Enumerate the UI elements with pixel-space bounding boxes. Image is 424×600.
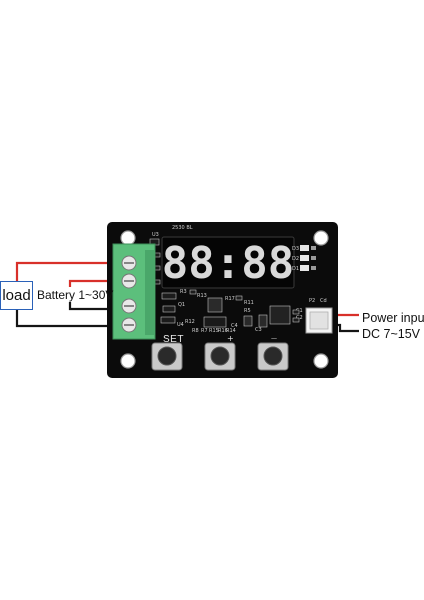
silk-q1: Q1 [178,302,185,308]
silk-r17: R17 [225,296,235,302]
mounting-hole [313,230,329,246]
battery-red-wire [68,279,124,287]
silk-c3: C3 [255,327,262,333]
silk-d1: D1 [292,266,299,272]
silk-u3: U3 [152,232,159,238]
mounting-hole [120,353,136,369]
status-leds [300,245,316,271]
silk-c2: C2 [296,315,303,321]
silk-r12: R12 [185,319,195,325]
silk-r7: R7 [201,328,208,334]
load-box: load [0,281,33,310]
battery-black-wire [68,302,124,311]
screw-terminal-block [112,243,156,340]
silk-r5: R5 [244,308,251,314]
pcb-board: 88:88 2530 BL U3 BT R3 R13 R17 U1 Q1 R12… [107,222,338,378]
silk-c1: C1 [296,308,303,314]
display-digits: 88:88 [162,238,294,289]
silk-u4: U4 [177,322,184,328]
smd-components [149,238,300,328]
silk-r16: R16 [218,328,228,334]
led-display [161,236,295,289]
silk-p2: P2 [309,298,315,304]
silk-r3: R3 [180,289,187,295]
silk-cd: Cd [320,298,327,304]
power-input-label: Power input [362,311,424,325]
minus-label: — [271,335,277,342]
load-red-wire [15,261,124,281]
silk-r15: R15 [209,328,219,334]
minus-button[interactable] [257,342,289,371]
set-button[interactable] [151,342,183,371]
silk-r14: R14 [226,328,236,334]
silk-d3: D3 [292,246,299,252]
silk-r11: R11 [244,300,254,306]
silk-c4: C4 [231,323,238,329]
load-label: load [2,287,31,304]
power-connector [305,307,333,334]
set-label: SET [163,334,184,345]
silk-d2: D2 [292,256,299,262]
silk-model: 2530 BL [172,225,193,231]
mounting-hole [313,353,329,369]
silk-r13: R13 [197,293,207,299]
dc-voltage-label: DC 7~15V [362,327,421,341]
silk-r8: R8 [192,328,199,334]
load-black-wire [15,310,124,328]
plus-button[interactable] [204,342,236,371]
plus-label: + [227,334,234,343]
mounting-hole [120,230,136,246]
battery-label: Battery 1~30V [37,288,114,302]
